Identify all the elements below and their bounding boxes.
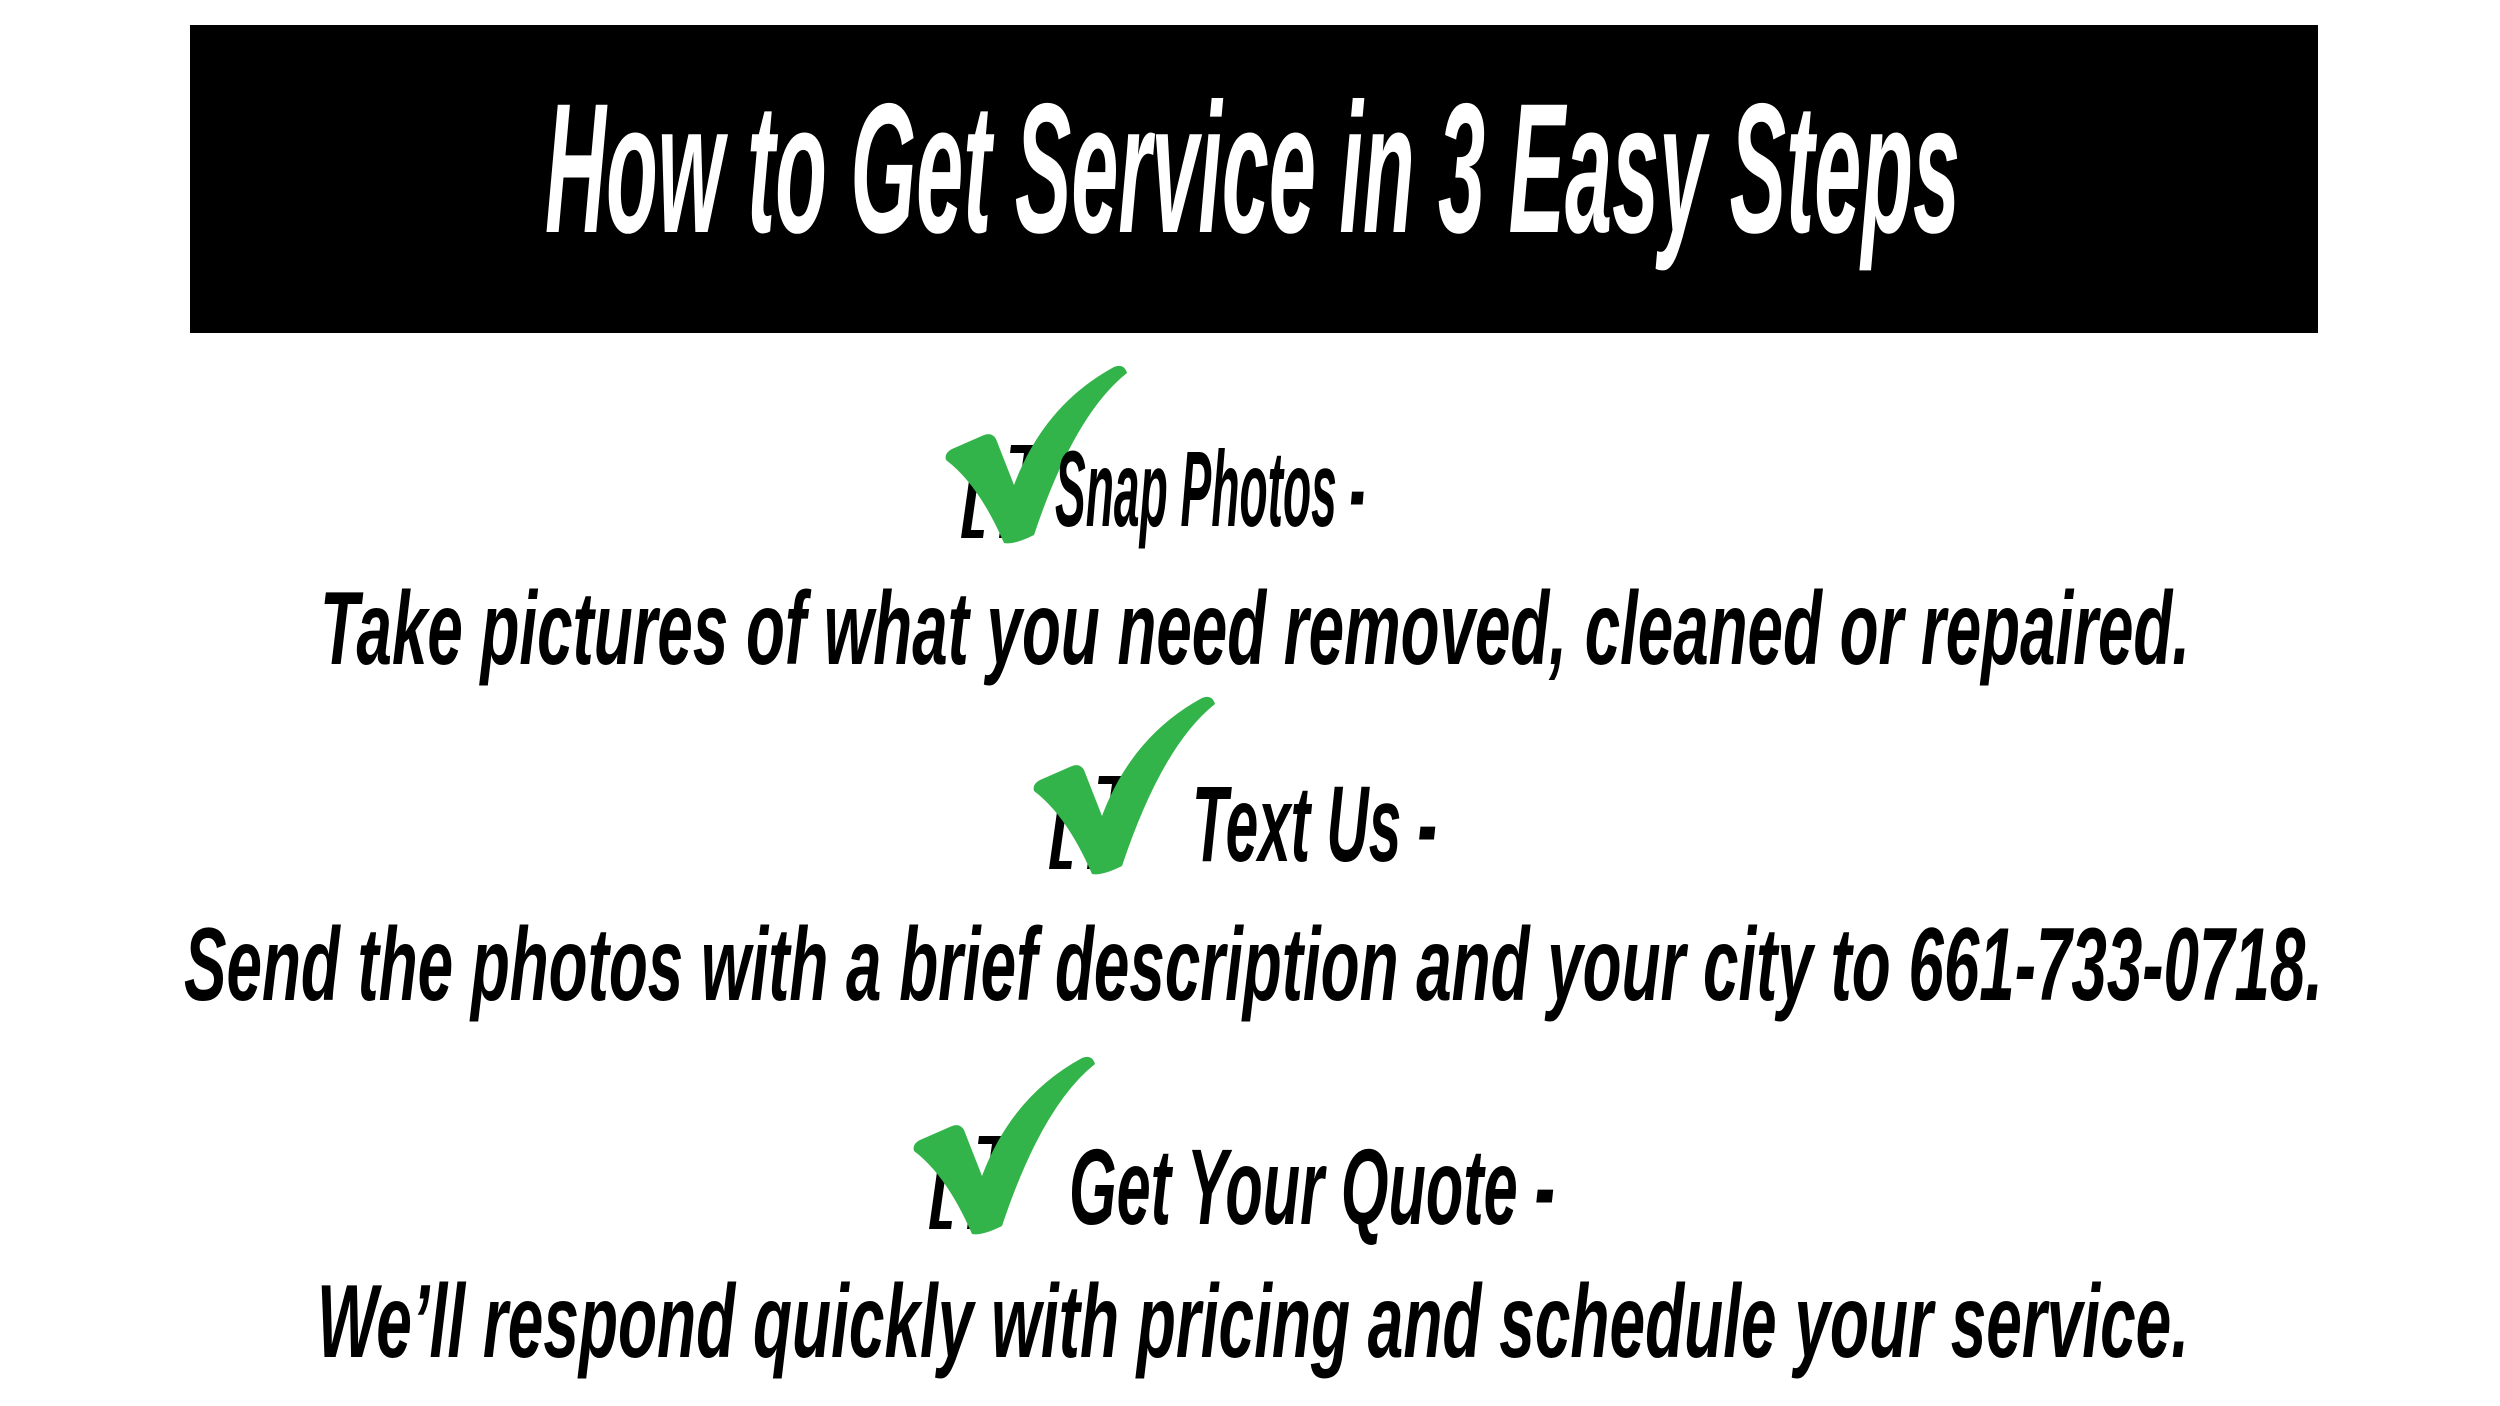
step-2-heading: Text Us -: [1192, 763, 1437, 884]
step-1-description: Take pictures of what you need removed, …: [320, 571, 2190, 687]
title-banner: [190, 25, 2318, 333]
step-1-heading: Snap Photos -: [1055, 428, 1365, 549]
step-3-heading: Get Your Quote -: [1069, 1126, 1555, 1247]
step-2-description: Send the photos with a brief description…: [184, 907, 2323, 1023]
page-title: How to Get Service in 3 Easy Steps: [545, 66, 1960, 272]
step-3-description: We’ll respond quickly with pricing and s…: [317, 1264, 2189, 1380]
checkmark-icon: [1033, 696, 1215, 875]
checkmark-icon: [913, 1056, 1095, 1235]
